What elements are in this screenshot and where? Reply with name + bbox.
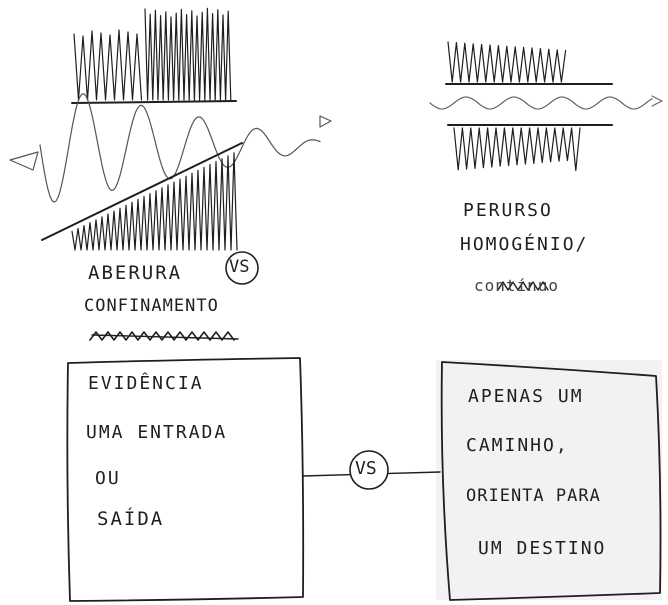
right-top-hatching	[445, 41, 613, 85]
caption-scribbled-word: contínuo	[474, 276, 560, 295]
left-top-hatching	[71, 7, 237, 104]
vs-badge-small: VS	[229, 257, 250, 277]
caption-percurso: PERURSO	[463, 200, 553, 221]
vs-circle-small	[225, 251, 259, 285]
right-wave	[429, 95, 663, 110]
caption-abertura: ABERURA	[88, 262, 183, 284]
vs-circle-large	[349, 450, 389, 490]
left-box-line-2: UMA ENTRADA	[86, 422, 228, 443]
right-box-outline	[440, 361, 662, 601]
left-wave	[9, 93, 332, 203]
left-bottom-hatching	[41, 142, 243, 251]
right-bottom-hatching	[447, 124, 613, 172]
left-box-outline	[66, 357, 305, 602]
right-box-line-3: ORIENTA PARA	[466, 486, 601, 506]
vs-label-center: VS	[355, 458, 377, 479]
caption-homogenio: HOMOGÉNIO/	[460, 234, 589, 255]
right-box-line-1: APENAS UM	[468, 386, 584, 407]
left-box-line-3: OU	[95, 468, 121, 489]
caption-confinamento: CONFINAMENTO	[84, 296, 219, 316]
left-box-line-1: EVIDÊNCIA	[88, 373, 204, 394]
scribble-out-right	[497, 281, 549, 291]
scribble-out-left	[89, 331, 235, 341]
left-box-line-4: SAÍDA	[97, 508, 165, 530]
right-box-line-4: UM DESTINO	[478, 538, 607, 559]
right-box-line-2: CAMINHO,	[466, 435, 569, 456]
